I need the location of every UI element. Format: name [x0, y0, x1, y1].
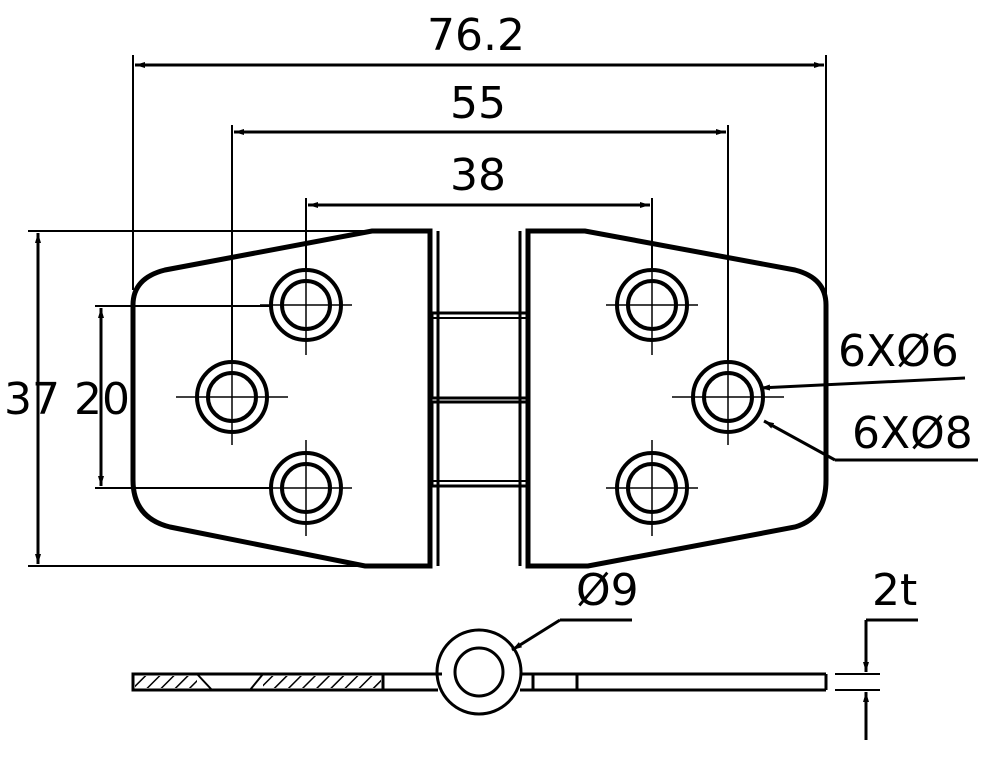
- dimension-overall-height: 37: [4, 230, 375, 567]
- dimension-label-hole-vertical-spacing: 20: [74, 374, 130, 425]
- hole-right-top: [606, 255, 698, 355]
- dimension-label-hole-span-inner: 38: [450, 150, 506, 201]
- dimension-hole-span-inner: 38: [305, 150, 653, 300]
- hinge-left-leaf: [130, 228, 433, 569]
- callout-label-large-hole: 6XØ8: [852, 408, 973, 459]
- hole-left-top: [260, 255, 352, 355]
- hole-left-bottom: [260, 440, 352, 536]
- hinge-knuckle: [430, 231, 530, 566]
- hole-left-middle: [176, 350, 288, 445]
- hole-right-bottom: [606, 440, 698, 536]
- hole-right-middle: [672, 350, 784, 445]
- dimension-label-hole-span-outer: 55: [450, 78, 506, 129]
- callout-small-hole: 6XØ6: [759, 326, 966, 391]
- hinge-side-view: [131, 628, 828, 716]
- callout-label-knuckle-diameter: Ø9: [576, 565, 639, 616]
- mounting-holes: [176, 255, 784, 536]
- callout-large-hole: 6XØ8: [763, 408, 978, 462]
- dimension-hole-span-outer: 55: [231, 78, 729, 395]
- dimension-thickness: 2t: [835, 565, 918, 740]
- dimension-label-overall-height: 37: [4, 374, 60, 425]
- dimension-label-thickness: 2t: [872, 565, 917, 616]
- callout-knuckle-diameter: Ø9: [511, 565, 639, 652]
- hinge-right-leaf: [525, 228, 829, 569]
- dimension-label-overall-width: 76.2: [427, 10, 525, 61]
- callout-label-small-hole: 6XØ6: [838, 326, 959, 377]
- dimension-overall-width: 76.2: [132, 10, 827, 300]
